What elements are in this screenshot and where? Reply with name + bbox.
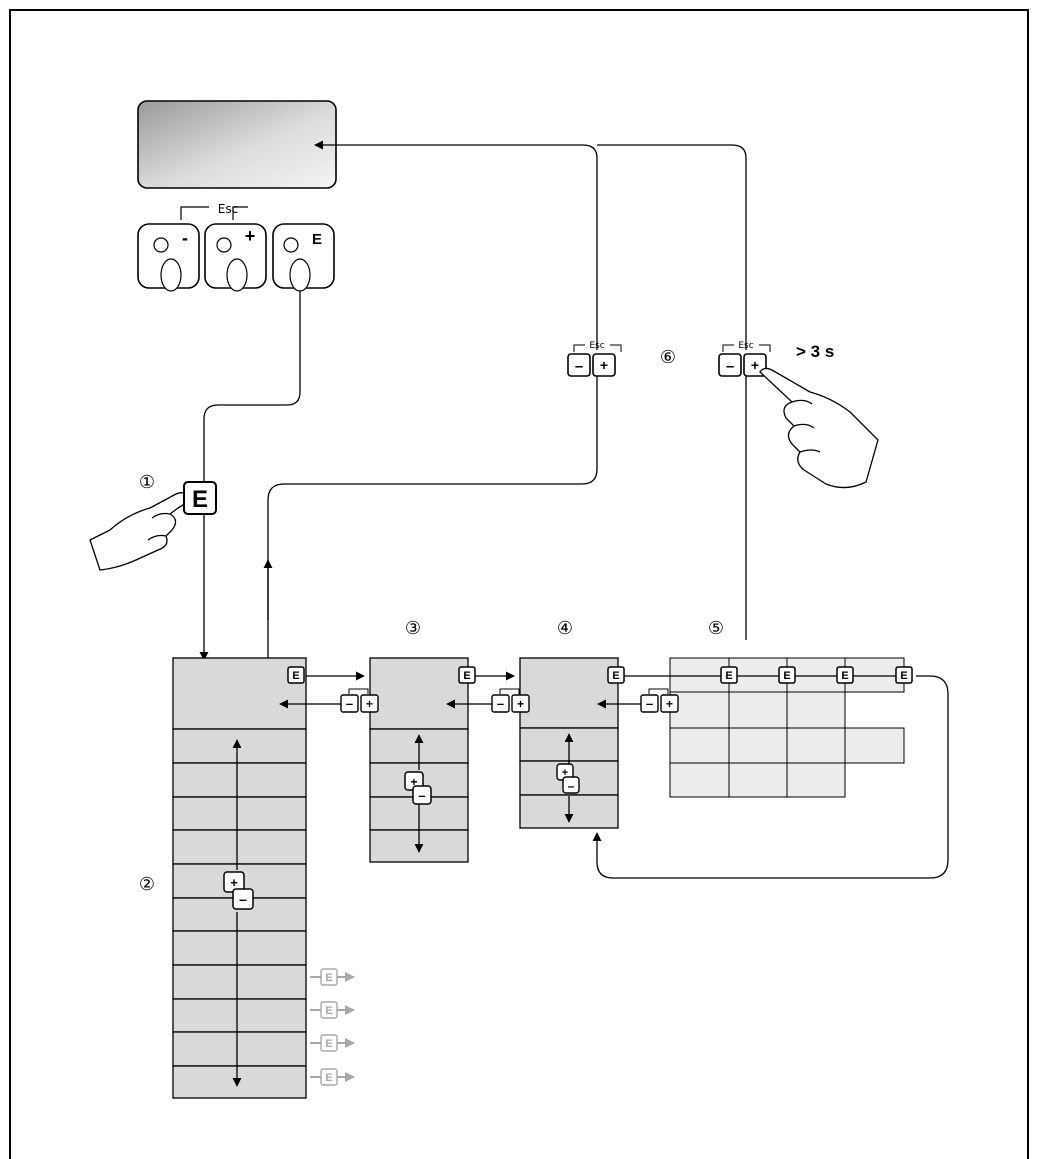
enter-key-symbol: E	[312, 231, 322, 248]
step-marker-4: ④	[557, 618, 573, 639]
enter-key[interactable]: E	[273, 224, 334, 291]
plus-key-symbol: +	[245, 226, 256, 246]
group-column	[370, 658, 468, 862]
plus-key[interactable]: +	[205, 224, 266, 291]
minus-key[interactable]: -	[138, 224, 199, 291]
faded-enter-2: E	[325, 1005, 332, 1017]
esc-bracket: Esc	[181, 202, 248, 220]
enter-key-grid-2-label: E	[783, 670, 790, 682]
esc-return-line	[315, 145, 597, 350]
faded-enter-1: E	[325, 972, 332, 984]
lcd-display	[138, 101, 336, 188]
block-plus: +	[230, 875, 238, 890]
esc-pair-col3-minus: –	[646, 696, 653, 711]
enter-key-grid-1-label: E	[725, 670, 732, 682]
esc-pair-col2-minus: –	[497, 696, 504, 711]
esc-group-1-plus: +	[600, 357, 608, 373]
long-esc-return-line	[597, 145, 746, 640]
faded-enter-3: E	[325, 1038, 332, 1050]
enter-path-line	[204, 291, 300, 660]
step-marker-5: ⑤	[708, 618, 724, 639]
esc-group-2-plus: +	[751, 357, 759, 373]
enter-key-col3-label: E	[612, 670, 619, 682]
faded-enter-keys	[321, 969, 337, 1085]
hold-time-label: > 3 s	[796, 342, 834, 361]
hand-pressing-enter-icon	[90, 493, 188, 570]
enter-key-grid-3-label: E	[841, 670, 848, 682]
return-path-line	[268, 374, 597, 658]
esc-label: Esc	[218, 202, 238, 216]
big-enter-key-symbol: E	[192, 486, 208, 513]
esc-group-1-minus: –	[575, 358, 583, 375]
faded-enter-exits	[310, 977, 354, 1077]
hand-pressing-plus-icon	[760, 368, 878, 487]
enter-key-col2-label: E	[463, 670, 470, 682]
step-marker-1: ①	[139, 472, 155, 493]
esc-group-1-label: Esc	[589, 341, 604, 351]
group-minus: –	[418, 788, 425, 803]
big-enter-key[interactable]: E	[184, 482, 216, 514]
enter-key-grid-4-label: E	[900, 670, 907, 682]
function-column	[520, 658, 618, 828]
esc-pair-col1-minus: –	[346, 696, 353, 711]
esc-pair-col3-plus: +	[666, 697, 673, 711]
faded-enter-4: E	[325, 1072, 332, 1084]
esc-pair-col1-plus: +	[366, 697, 373, 711]
esc-pair-col2-plus: +	[517, 697, 524, 711]
step-marker-2: ②	[139, 874, 155, 895]
esc-group-2-minus: –	[726, 358, 734, 375]
step-marker-6: ⑥	[660, 347, 676, 368]
function-minus: –	[568, 779, 575, 793]
enter-key-col1-label: E	[292, 670, 299, 682]
minus-key-symbol: -	[182, 228, 188, 248]
esc-group-2-label: Esc	[738, 341, 753, 351]
esc-key-group-1[interactable]: Esc – +	[568, 341, 621, 376]
step-marker-3: ③	[405, 618, 421, 639]
block-minus: –	[239, 891, 247, 907]
